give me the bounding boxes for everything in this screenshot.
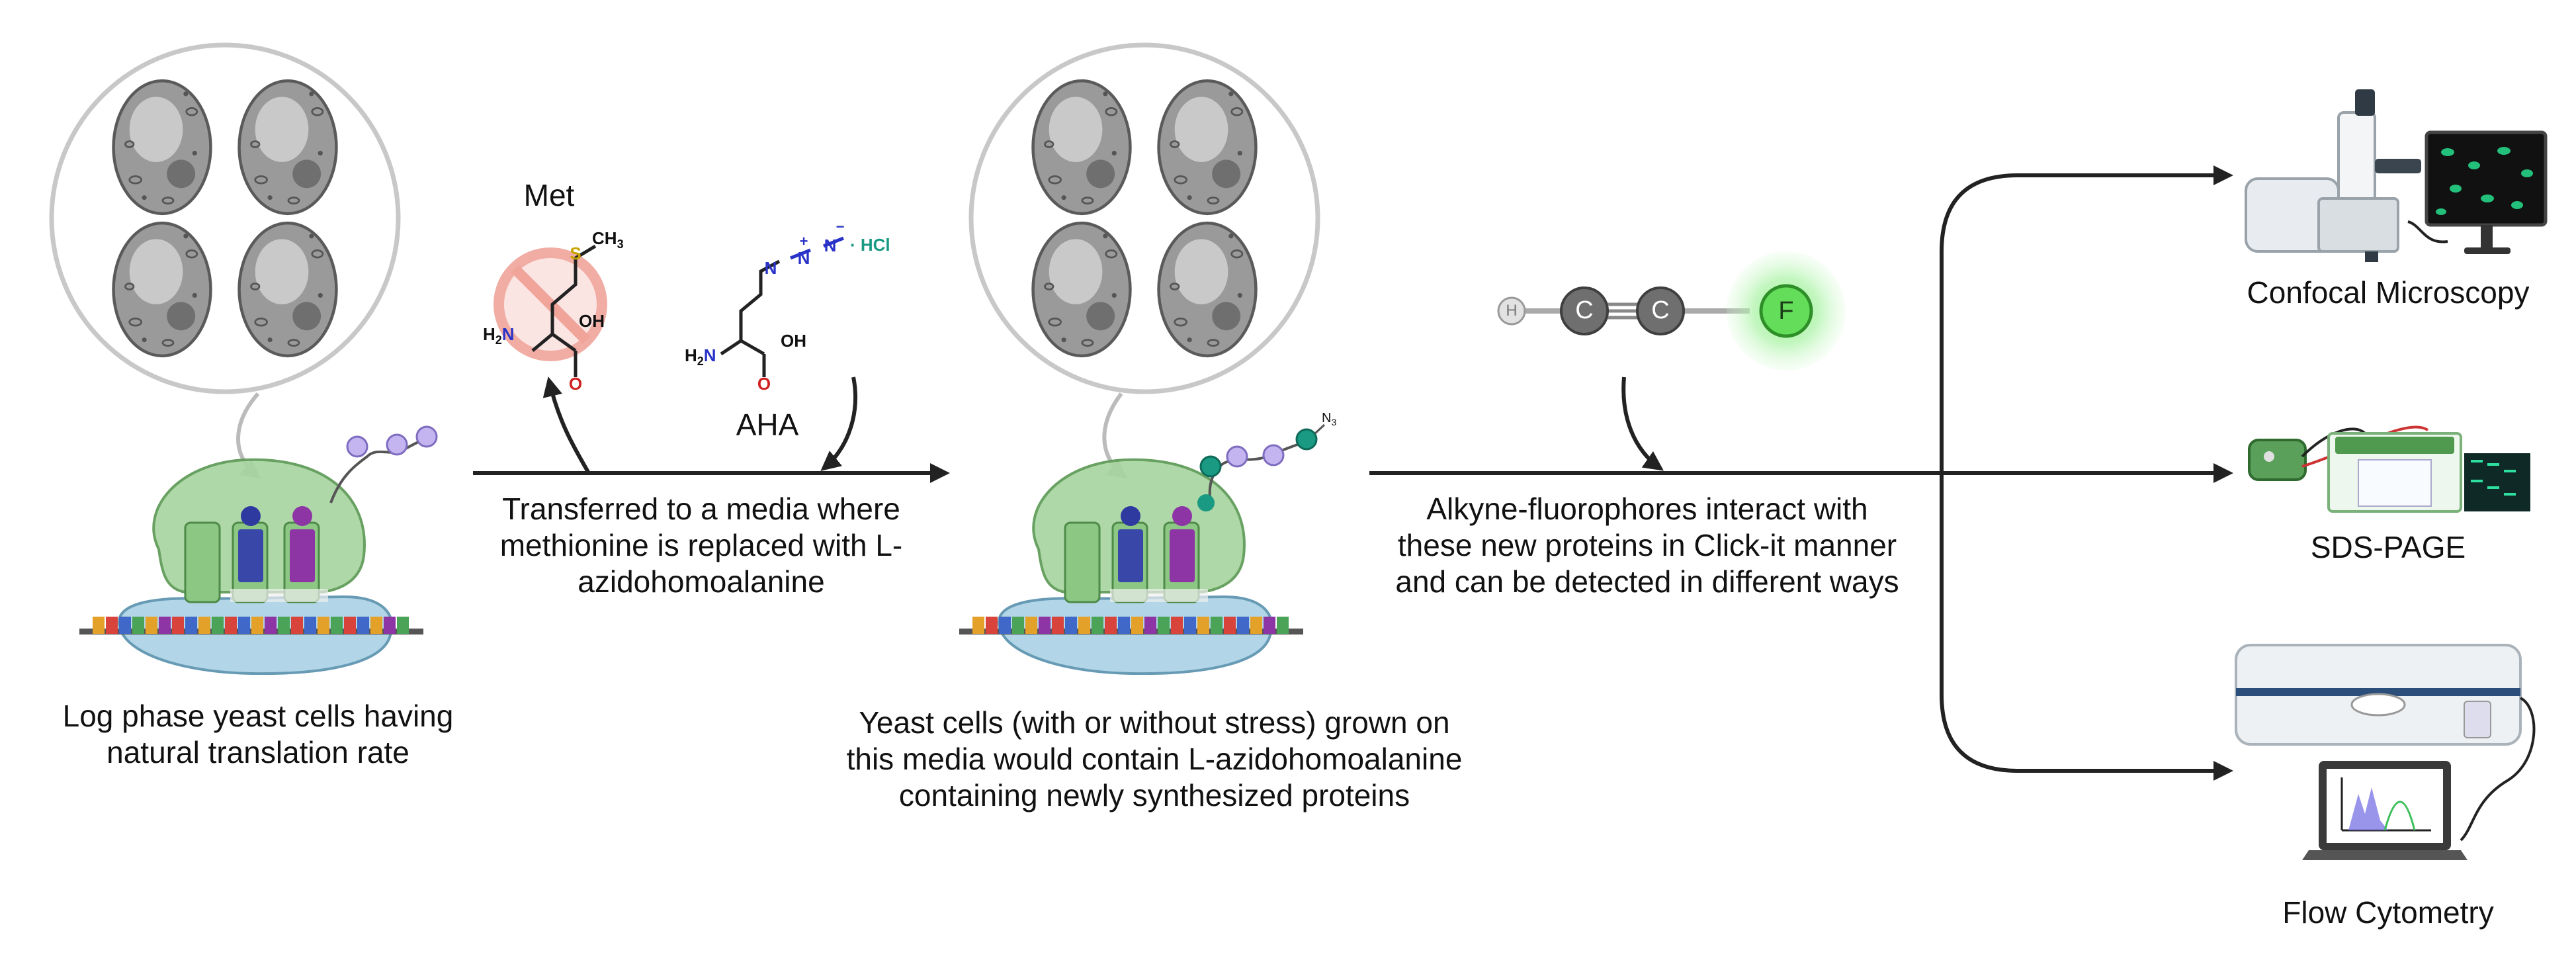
yeast-cell-icon: [1033, 223, 1131, 356]
yeast-cell-icon: [1159, 81, 1256, 214]
aha-residue-bead: [1295, 428, 1318, 451]
atom-text: H: [685, 345, 697, 365]
step2-cell-zoom-circle: [968, 42, 1320, 394]
aha-azide-n1: N: [764, 258, 777, 278]
prohibition-slash: [511, 265, 590, 344]
probe-c2-label: C: [1651, 296, 1670, 324]
step1-cell-zoom-circle: [49, 42, 401, 394]
met-skeleton: [531, 244, 597, 352]
laptop-icon: [2302, 761, 2468, 860]
yeast-cell-icon: [239, 81, 337, 214]
atom-subscript: 3: [1331, 417, 1337, 427]
probe-h-label: H: [1506, 302, 1518, 320]
aha-h2n-label: H2N: [685, 345, 731, 369]
aha-azide-plus: +: [799, 233, 808, 249]
atom-subscript: 2: [697, 355, 704, 369]
yeast-cell-icon: [1033, 81, 1131, 214]
caption-line: this media would contain L-azidohomoalan…: [846, 742, 1463, 777]
atom-text: H: [483, 324, 495, 344]
methionine-structure: [494, 244, 607, 377]
caption-line: methionine is replaced with L-: [499, 528, 903, 563]
transfer-caption: Transferred to a media where methionine …: [463, 491, 939, 601]
atom-text: CH: [592, 228, 617, 248]
caption-line: Yeast cells (with or without stress) gro…: [859, 705, 1450, 740]
azide-tag-bond: [1314, 423, 1326, 435]
detection-label-confocal: Confocal Microscopy: [2247, 275, 2530, 310]
atom-text: N: [1322, 411, 1332, 425]
met-h2n-label: H2N: [483, 324, 529, 348]
aha-hcl-label: · HCl: [850, 235, 890, 255]
amino-acid-bead: [1226, 445, 1248, 468]
aha-residue-bead: [1199, 455, 1222, 478]
yeast-cell-icon: [1159, 223, 1256, 356]
amino-acid-bead: [346, 435, 368, 458]
probe-c1-label: C: [1575, 296, 1594, 324]
caption-line: these new proteins in Click-it manner: [1397, 528, 1897, 563]
caption-line: Log phase yeast cells having: [62, 699, 454, 733]
branch-arrow-flow: [1940, 473, 2233, 781]
caption-line: Transferred to a media where: [502, 492, 900, 526]
azide-bond: [790, 248, 811, 260]
caption-line: containing newly synthesized proteins: [898, 778, 1410, 813]
detection-label-flow: Flow Cytometry: [2282, 895, 2494, 930]
step1-cell-group: [49, 42, 438, 675]
confocal-microscope-icon: [2245, 89, 2448, 262]
aha-structure: [720, 236, 844, 377]
amino-acid-bead: [1262, 444, 1285, 466]
probe-f-label: F: [1778, 297, 1794, 325]
met-removed-arrow: [542, 376, 591, 474]
caption-line: and can be detected in different ways: [1395, 564, 1899, 599]
azide-bond: [823, 236, 844, 248]
step2-caption: Yeast cells (with or without stress) gro…: [787, 705, 1522, 814]
ribosome-icon: [959, 458, 1303, 675]
met-s-label: S: [570, 243, 581, 263]
sds-page-icon: [2248, 425, 2530, 513]
yeast-cell-icon: [114, 81, 211, 214]
branch-arrow-confocal: [1940, 165, 2233, 473]
detection-label-sds-page: SDS-PAGE: [2310, 530, 2466, 564]
carbon-atom-icon: [1560, 286, 1609, 335]
met-o-label: O: [568, 374, 583, 394]
aha-label: AHA: [736, 408, 799, 442]
met-bond: [551, 332, 577, 353]
step1-caption: Log phase yeast cells having natural tra…: [26, 698, 490, 771]
yeast-cell-icon: [114, 223, 211, 356]
aha-met-site-bead: [1197, 494, 1215, 511]
alkyne-fluorophore-probe: [1497, 251, 1846, 371]
aha-azide-minus: −: [836, 218, 845, 235]
fluorophore-icon: [1759, 284, 1813, 338]
flow-cytometer-icon: [2235, 644, 2536, 842]
probe-arrow: [1621, 376, 1664, 471]
atom-subscript: 3: [617, 238, 624, 251]
aha-skeleton: [720, 259, 781, 356]
met-ch3-label: CH3: [592, 228, 645, 252]
caption-line: azidohomoalanine: [578, 564, 825, 599]
caption-line: natural translation rate: [107, 735, 409, 770]
ribosome-icon: [79, 458, 423, 675]
step2-cell-group: [959, 42, 1326, 675]
caption-line: Alkyne-fluorophores interact with: [1426, 492, 1868, 526]
carbon-atom-icon: [1636, 286, 1685, 335]
yeast-cell-icon: [239, 223, 337, 356]
click-caption: Alkyne-fluorophores interact with these …: [1350, 491, 1945, 601]
aha-oh-label: OH: [781, 331, 806, 351]
met-oh-label: OH: [579, 311, 605, 331]
amino-acid-bead: [415, 425, 438, 448]
atom-subscript: 2: [495, 333, 502, 347]
hydrogen-atom-icon: [1497, 296, 1526, 326]
aha-azide-n3: N: [824, 236, 837, 255]
monitor-icon: [2425, 130, 2548, 254]
atom-text: N: [501, 324, 515, 344]
aha-azide-n2: N: [797, 248, 810, 268]
aha-o-label: O: [757, 374, 771, 394]
met-label: Met: [523, 178, 575, 212]
azide-tag-label: N3: [1322, 410, 1348, 428]
amino-acid-bead: [386, 433, 408, 456]
aha-added-arrow: [820, 376, 857, 471]
aha-bond: [740, 339, 765, 356]
atom-text: N: [703, 345, 716, 365]
